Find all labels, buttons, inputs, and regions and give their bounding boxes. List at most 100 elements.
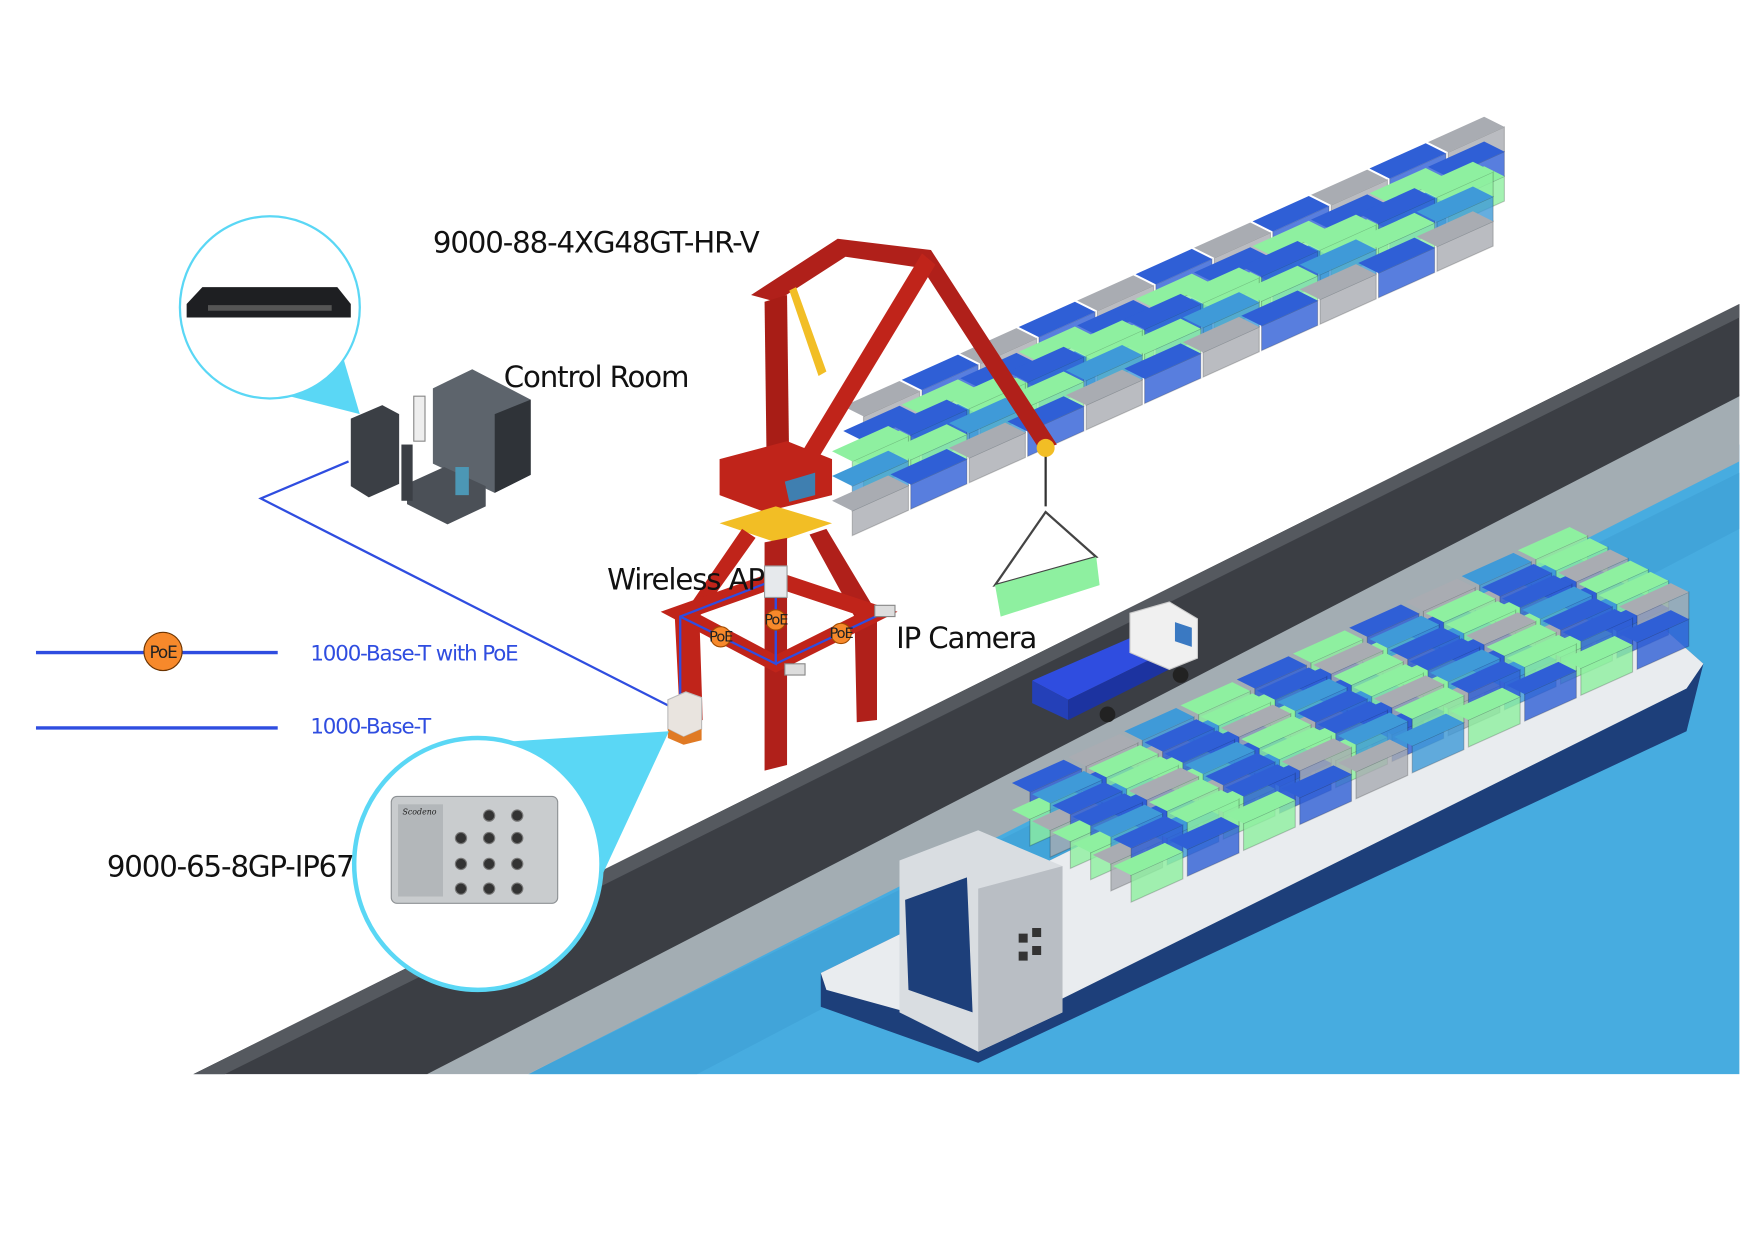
container-top (1311, 194, 1388, 230)
container-top (1445, 601, 1516, 634)
container-top (1427, 116, 1505, 153)
container-top (1236, 656, 1307, 689)
container-top (1506, 661, 1577, 695)
container-top (1416, 186, 1494, 222)
container-top (1018, 301, 1096, 338)
container-top (1281, 765, 1352, 798)
container-top (1077, 275, 1154, 311)
operator-person (413, 395, 426, 442)
container (1319, 273, 1377, 326)
container-ship (820, 526, 1704, 1063)
container-top (1113, 842, 1183, 876)
m12-port (511, 809, 524, 822)
poe-badge-text: PoE (764, 611, 788, 628)
container-top (1369, 615, 1440, 649)
container-top (1425, 589, 1496, 623)
ip-camera-label: IP Camera (896, 621, 1036, 655)
crane-platform (719, 506, 833, 543)
container-top (1108, 756, 1179, 789)
container-top (890, 399, 967, 435)
container (1242, 799, 1296, 852)
control-room-label: Control Room (504, 360, 689, 394)
container-top (1416, 211, 1494, 247)
container-top (1369, 167, 1446, 204)
container-top (1349, 604, 1419, 637)
container-top (1225, 791, 1296, 824)
container-top (1124, 318, 1201, 355)
container-top (1200, 693, 1271, 726)
ip-camera-device (874, 604, 896, 618)
container-top (1180, 682, 1251, 715)
container-top (1241, 290, 1318, 326)
container (1355, 747, 1409, 800)
container-top (948, 422, 1026, 459)
container-top (1135, 248, 1213, 285)
legend: PoE 1000-Base-T with PoE 1000-Base-T (35, 631, 519, 739)
container-top (1619, 610, 1689, 643)
crane-boom-arm (775, 253, 936, 501)
container-top (1619, 583, 1689, 616)
m12-port (482, 809, 496, 822)
container-top (1169, 790, 1240, 823)
container-top (1369, 143, 1446, 179)
container-top (1241, 241, 1318, 277)
container-top (1373, 675, 1444, 708)
container (1524, 670, 1577, 722)
container (1377, 246, 1436, 299)
container-top (1542, 597, 1613, 631)
container (1130, 851, 1184, 904)
container-top (832, 425, 909, 462)
operator-person (455, 467, 469, 496)
container-top (843, 405, 920, 442)
legend-poe-badge-text: PoE (149, 642, 177, 662)
container-top (1065, 345, 1143, 381)
container (1580, 644, 1634, 697)
container-top (1394, 686, 1464, 719)
container-top (1194, 222, 1271, 258)
container-top (1124, 293, 1201, 330)
container-top (1337, 739, 1408, 772)
poe-badge: PoE (709, 626, 734, 648)
core-switch-ports (208, 305, 332, 311)
container-top (1072, 793, 1143, 826)
m12-port (454, 831, 468, 845)
crane-leg-right (809, 528, 877, 723)
poe-badge: PoE (829, 622, 855, 645)
container-top (901, 379, 979, 415)
container-top (1261, 727, 1332, 760)
container (1144, 352, 1202, 405)
container-top (1092, 804, 1163, 837)
container-top (1405, 578, 1476, 611)
container-top (1427, 141, 1505, 177)
container (1411, 721, 1465, 774)
container-top (1052, 782, 1123, 815)
ip-camera-device-2 (784, 663, 806, 676)
container-top (1007, 346, 1084, 383)
container-top (1225, 764, 1296, 797)
container-top (843, 381, 920, 417)
container-top (1293, 630, 1363, 663)
m12-port (454, 857, 468, 871)
link-control-room-to-field-switch (258, 460, 676, 710)
operator-person (401, 444, 413, 501)
container-top (1562, 609, 1633, 642)
container-top (1277, 678, 1347, 712)
container-top (1205, 752, 1276, 786)
m12-ports (454, 809, 524, 895)
container (1467, 695, 1521, 748)
core-switch-image (186, 287, 351, 318)
container-top (1299, 239, 1377, 275)
ship-cargo (1011, 526, 1690, 904)
container-top (948, 397, 1026, 434)
crane-mast (764, 294, 790, 479)
container-top (1517, 526, 1588, 560)
container-top (1221, 704, 1291, 737)
container-top (1128, 767, 1199, 800)
container-top (901, 354, 979, 391)
container (1202, 326, 1260, 378)
container-top (1124, 707, 1195, 741)
container-top (1486, 623, 1557, 656)
link-to-camera (775, 612, 884, 665)
container-top (1430, 649, 1500, 682)
